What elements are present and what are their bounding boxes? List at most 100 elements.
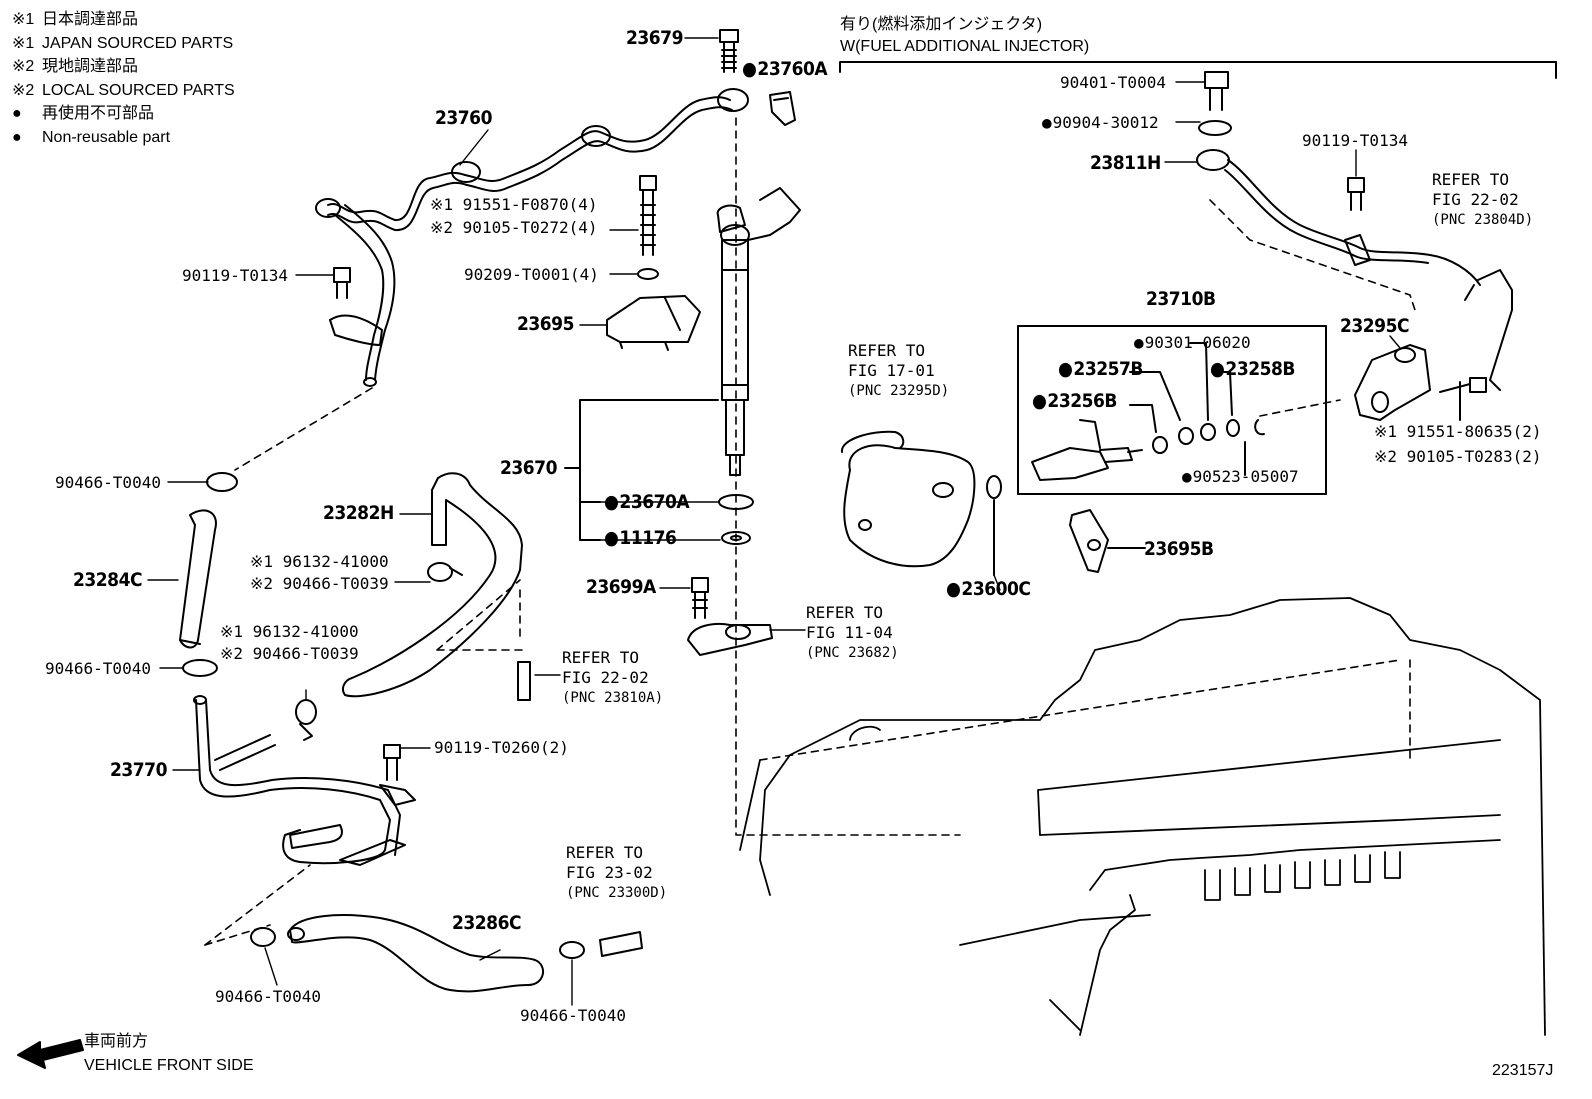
- part-label-91551-F0870[interactable]: ※1 91551-F0870(4): [430, 195, 598, 214]
- vehicle-front-arrow: [17, 1039, 84, 1069]
- part-label-96132-41000-a[interactable]: ※1 96132-41000: [250, 552, 389, 571]
- part-label-90105-T0272[interactable]: ※2 90105-T0272(4): [430, 218, 598, 237]
- refer-fig-22-02-right[interactable]: REFER TO FIG 22-02 (PNC 23804D): [1432, 170, 1533, 230]
- part-label-90904-30012[interactable]: 90904-30012: [1042, 112, 1159, 134]
- ref-line-1: REFER TO: [566, 843, 644, 862]
- part-label-90466-T0040-bottom-right[interactable]: 90466-T0040: [520, 1006, 626, 1025]
- part-label-23811H[interactable]: 23811H: [1090, 152, 1161, 174]
- part-label-90466-T0040-mid[interactable]: 90466-T0040: [45, 659, 151, 678]
- bolt-23699A: [691, 577, 709, 619]
- legend-mark: ※1: [12, 34, 35, 52]
- legend-mark: ※2: [12, 58, 35, 75]
- part-label-23695[interactable]: 23695: [517, 313, 574, 335]
- part-label-90209-T0001[interactable]: 90209-T0001(4): [464, 265, 599, 284]
- bolt-91551: [639, 175, 657, 256]
- part-label-23679[interactable]: 23679: [626, 27, 683, 49]
- refer-fig-11-04[interactable]: REFER TO FIG 11-04 (PNC 23682): [806, 603, 899, 663]
- gasket-23600C: [986, 475, 1002, 499]
- front-jp: 車両前方: [84, 1033, 149, 1050]
- part-label-90119-T0134-left[interactable]: 90119-T0134: [182, 266, 288, 285]
- part-label-11176[interactable]: 11176: [604, 527, 676, 549]
- ref-pnc: (PNC 23295D): [848, 383, 950, 399]
- ref-pnc: (PNC 23300D): [566, 885, 668, 901]
- legend-text: LOCAL SOURCED PARTS: [42, 81, 235, 99]
- bolt-90401: [1204, 71, 1229, 111]
- clamp-23695: [606, 295, 701, 351]
- part-label-23282H[interactable]: 23282H: [323, 502, 394, 524]
- clip-90466-left: [250, 927, 276, 947]
- part-label-90105-T0283[interactable]: ※2 90105-T0283(2): [1374, 447, 1542, 466]
- refer-fig-17-01[interactable]: REFER TO FIG 17-01 (PNC 23295D): [848, 341, 949, 401]
- washer-23256B: [1152, 436, 1168, 454]
- part-label-90401-T0004[interactable]: 90401-T0004: [1060, 73, 1166, 92]
- bolt-90119-T0260: [383, 744, 401, 781]
- part-label-90466-T0040-bottom-left[interactable]: 90466-T0040: [215, 987, 321, 1006]
- part-label-96132-41000-b[interactable]: ※1 96132-41000: [220, 622, 359, 641]
- washer-90904: [1198, 120, 1232, 136]
- part-label-23295C[interactable]: 23295C: [1340, 315, 1410, 337]
- pipe-23770: [193, 695, 416, 866]
- part-label-90523-05007[interactable]: 90523-05007: [1182, 466, 1299, 488]
- fuel-injector-note: 有り(燃料添加インジェクタ) W(FUEL ADDITIONAL INJECTO…: [840, 14, 1089, 58]
- legend-text: 日本調達部品: [42, 11, 139, 28]
- legend-mark: ※1: [12, 11, 35, 28]
- part-label-23257B[interactable]: 23257B: [1058, 358, 1143, 380]
- part-label-23286C[interactable]: 23286C: [452, 912, 522, 934]
- clamp-23695B: [1069, 509, 1109, 573]
- box-23710B: [1017, 325, 1327, 495]
- legend-mark: ●: [12, 105, 22, 122]
- ref-pnc: (PNC 23804D): [1432, 212, 1534, 228]
- legend-row: ●再使用不可部品: [12, 102, 235, 126]
- part-label-23695B[interactable]: 23695B: [1144, 538, 1214, 560]
- part-label-23258B[interactable]: 23258B: [1210, 358, 1295, 380]
- ref-line-1: REFER TO: [806, 603, 884, 622]
- part-label-91551-80635[interactable]: ※1 91551-80635(2): [1374, 422, 1542, 441]
- refer-fig-23-02[interactable]: REFER TO FIG 23-02 (PNC 23300D): [566, 843, 667, 903]
- part-label-23770[interactable]: 23770: [110, 759, 167, 781]
- washer-23258B: [1226, 419, 1240, 437]
- part-label-23256B[interactable]: 23256B: [1032, 390, 1117, 412]
- gasket-11176: [721, 531, 751, 545]
- part-label-90301-06020[interactable]: 90301-06020: [1134, 332, 1251, 354]
- drawing-number: 223157J: [1492, 1062, 1554, 1079]
- part-label-90466-T0039-a[interactable]: ※2 90466-T0039: [250, 574, 389, 593]
- part-label-90466-T0039-b[interactable]: ※2 90466-T0039: [220, 644, 359, 663]
- injector-leader-bracket: [564, 399, 719, 541]
- ref-line-2: FIG 22-02: [1432, 190, 1519, 209]
- bolt-91551-80635: [1439, 377, 1487, 393]
- pipe-stub-2302: [599, 931, 643, 957]
- legend-mark: ※2: [12, 81, 35, 99]
- hose-23284C: [179, 509, 217, 649]
- part-label-23600C[interactable]: 23600C: [946, 578, 1031, 600]
- part-label-23760A[interactable]: 23760A: [742, 58, 827, 80]
- injector-bracket-line: [839, 61, 1557, 79]
- part-label-23284C[interactable]: 23284C: [73, 569, 143, 591]
- refer-fig-22-02-left[interactable]: REFER TO FIG 22-02 (PNC 23810A): [562, 648, 663, 708]
- clip-90466-mid: [182, 659, 218, 677]
- part-label-23760[interactable]: 23760: [435, 107, 492, 129]
- part-label-90466-T0040-top[interactable]: 90466-T0040: [55, 473, 161, 492]
- ref-line-2: FIG 23-02: [566, 863, 653, 882]
- engine-block: [739, 597, 1546, 1036]
- legend-row: ●Non-reusable part: [12, 126, 235, 150]
- fuel-pipe-23760: [315, 88, 749, 387]
- hose-23282H: [342, 472, 523, 698]
- bolt-90119-left: [333, 267, 351, 299]
- part-label-23670A[interactable]: 23670A: [604, 491, 689, 513]
- pipe-23811H: [1196, 149, 1513, 391]
- part-label-23710B[interactable]: 23710B: [1146, 288, 1216, 310]
- part-label-23670[interactable]: 23670: [500, 457, 557, 479]
- note-jp: 有り(燃料添加インジェクタ): [840, 16, 1043, 33]
- bolt-90119-right: [1347, 177, 1365, 211]
- part-label-23699A[interactable]: 23699A: [586, 576, 656, 598]
- ref-line-1: REFER TO: [1432, 170, 1510, 189]
- legend-row: ※1 日本調達部品: [12, 8, 235, 32]
- pipe-stub-2202: [517, 661, 531, 701]
- part-label-90119-T0134-right[interactable]: 90119-T0134: [1302, 131, 1408, 150]
- legend-mark: ●: [12, 128, 22, 146]
- washer-23257B: [1178, 427, 1194, 445]
- part-label-90119-T0260[interactable]: 90119-T0260(2): [434, 738, 569, 757]
- bolt-23679: [719, 29, 739, 73]
